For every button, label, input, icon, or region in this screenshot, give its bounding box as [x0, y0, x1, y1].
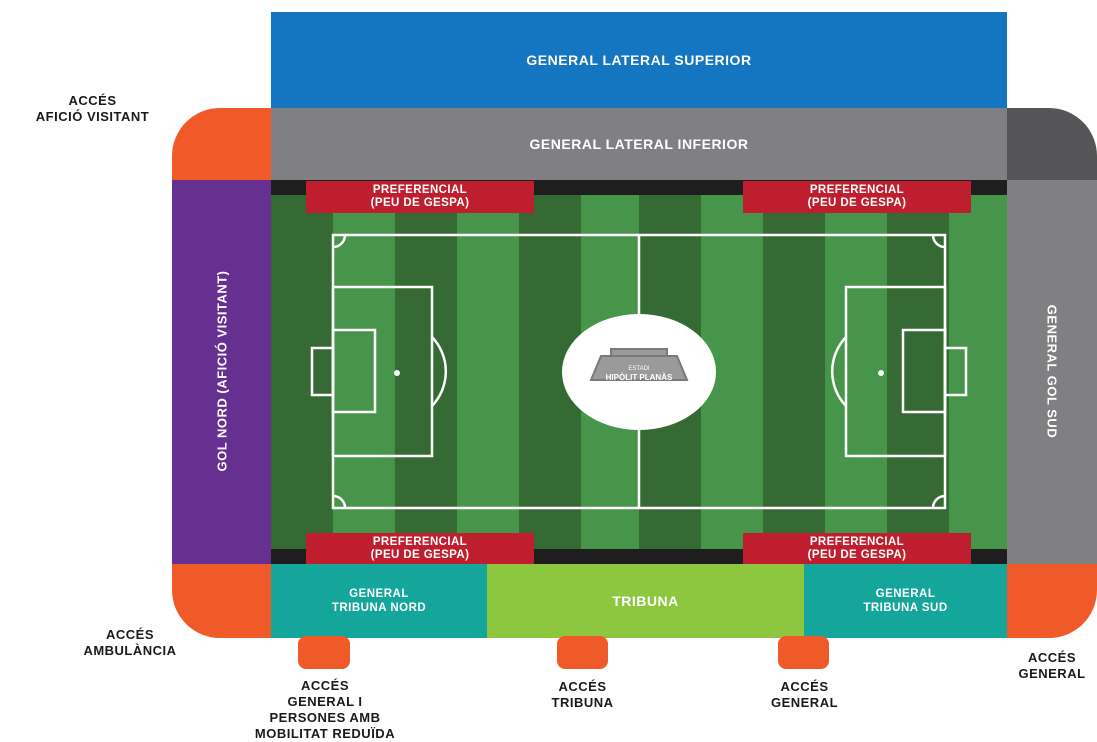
corner-bottom-left-access — [172, 564, 271, 638]
preferential-sub: (PEU DE GESPA) — [370, 197, 470, 209]
stand-general-lateral-inferior-label: GENERAL LATERAL INFERIOR — [529, 136, 749, 152]
preferential-top-left[interactable]: PREFERENCIAL (PEU DE GESPA) — [306, 181, 534, 213]
pitch-drawing — [271, 195, 1007, 549]
preferential-sub: (PEU DE GESPA) — [807, 197, 907, 209]
stadium-logo-text: ESTADI HIPÒLIT PLANÀS — [589, 366, 689, 382]
access-label-afeccio-visitant: ACCÉS AFICIÓ VISITANT — [35, 93, 150, 124]
gate-general-mobilitat-marker[interactable] — [298, 636, 350, 669]
stand-tribuna[interactable]: TRIBUNA — [487, 564, 804, 638]
preferential-bottom-right[interactable]: PREFERENCIAL (PEU DE GESPA) — [743, 533, 971, 564]
stand-general-gol-sud-label: GENERAL GOL SUD — [1044, 304, 1060, 439]
stand-tribuna-label: TRIBUNA — [612, 593, 679, 609]
stand-general-lateral-superior[interactable]: GENERAL LATERAL SUPERIOR — [271, 12, 1007, 108]
preferential-label: PREFERENCIAL — [809, 184, 905, 196]
gate-general-bottom-marker[interactable] — [778, 636, 829, 669]
preferential-top-right[interactable]: PREFERENCIAL (PEU DE GESPA) — [743, 181, 971, 213]
corner-top-left-access — [172, 108, 271, 180]
corner-top-right — [1007, 108, 1097, 180]
preferential-sub: (PEU DE GESPA) — [807, 548, 907, 561]
stand-general-lateral-inferior[interactable]: GENERAL LATERAL INFERIOR — [271, 108, 1007, 180]
stand-gol-nord[interactable]: GOL NORD (AFICIÓ VISITANT) — [172, 180, 271, 564]
stand-general-tribuna-nord-label: GENERAL TRIBUNA NORD — [331, 588, 427, 614]
pitch: ESTADI HIPÒLIT PLANÀS — [271, 180, 1007, 564]
stadium-logo-name: HIPÒLIT PLANÀS — [605, 373, 673, 382]
stand-gol-nord-label: GOL NORD (AFICIÓ VISITANT) — [214, 270, 230, 472]
stand-general-tribuna-sud[interactable]: GENERAL TRIBUNA SUD — [804, 564, 1007, 638]
stand-general-tribuna-nord[interactable]: GENERAL TRIBUNA NORD — [271, 564, 487, 638]
preferential-sub: (PEU DE GESPA) — [370, 548, 470, 561]
stadium-logo-small: ESTADI — [628, 366, 650, 372]
access-label-general-bottom: ACCÉS GENERAL — [770, 679, 839, 710]
access-label-ambulancia: ACCÉS AMBULÀNCIA — [83, 627, 177, 658]
stadium-logo-icon — [589, 348, 689, 381]
stand-general-tribuna-sud-label: GENERAL TRIBUNA SUD — [863, 588, 948, 614]
access-label-general-mobilitat: ACCÉS GENERAL I PERSONES AMB MOBILITAT R… — [254, 678, 396, 741]
preferential-bottom-left[interactable]: PREFERENCIAL (PEU DE GESPA) — [306, 533, 534, 564]
preferential-label: PREFERENCIAL — [372, 535, 468, 548]
corner-bottom-right-access — [1007, 564, 1097, 638]
gate-tribuna-marker[interactable] — [557, 636, 608, 669]
stand-general-lateral-superior-label: GENERAL LATERAL SUPERIOR — [526, 52, 752, 68]
access-label-general-right: ACCÉS GENERAL — [1018, 650, 1086, 681]
preferential-label: PREFERENCIAL — [372, 184, 468, 196]
stand-general-gol-sud[interactable]: GENERAL GOL SUD — [1007, 180, 1097, 564]
access-label-tribuna: ACCÉS TRIBUNA — [551, 679, 614, 710]
preferential-label: PREFERENCIAL — [809, 535, 905, 548]
